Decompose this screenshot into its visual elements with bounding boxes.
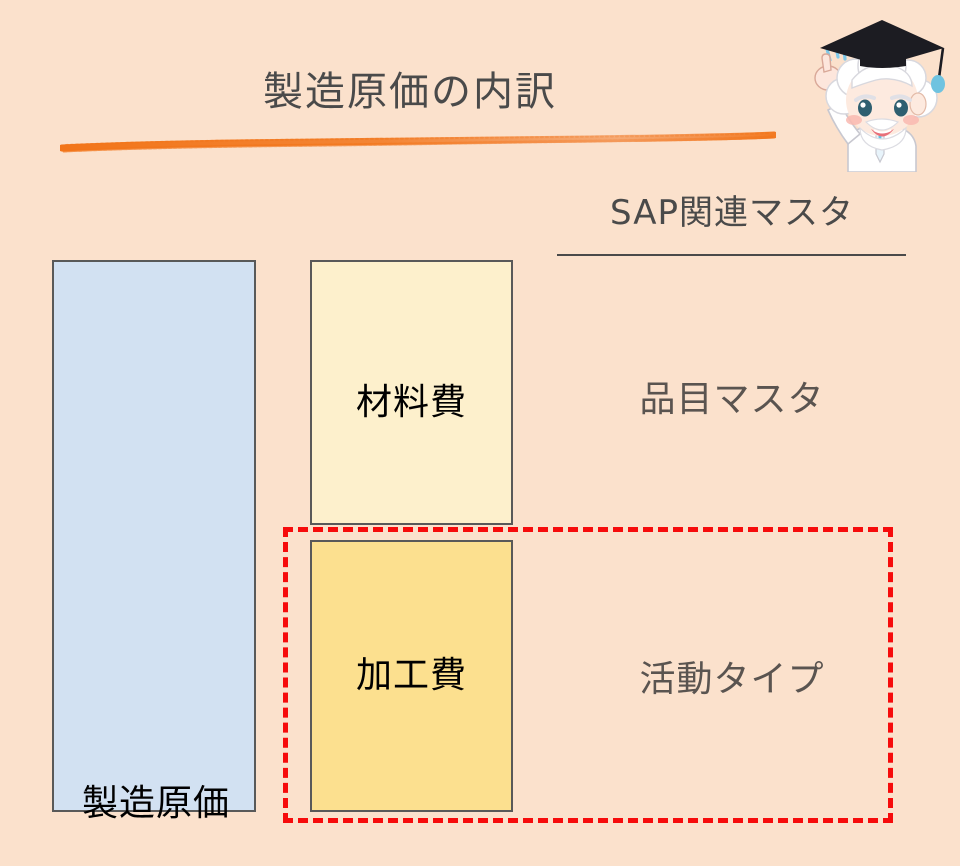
material-cost-box: 材料費 xyxy=(310,260,513,525)
brush-underline-decoration xyxy=(60,131,776,153)
processing-cost-box: 加工費 xyxy=(310,540,513,812)
activity-type-label: 活動タイプ xyxy=(639,659,825,700)
item-master-label: 品目マスタ xyxy=(639,379,825,420)
manufacturing-cost-label: 製造原価 xyxy=(81,783,230,824)
professor-mascot-icon xyxy=(814,20,945,172)
processing-cost-label: 加工費 xyxy=(355,655,467,696)
master-column-heading: SAP関連マスタ xyxy=(610,193,854,233)
manufacturing-cost-box: 製造原価 xyxy=(52,260,256,824)
material-cost-label: 材料費 xyxy=(355,381,467,423)
page-title: 製造原価の内訳 xyxy=(263,69,557,115)
master-column-rule xyxy=(557,254,906,256)
